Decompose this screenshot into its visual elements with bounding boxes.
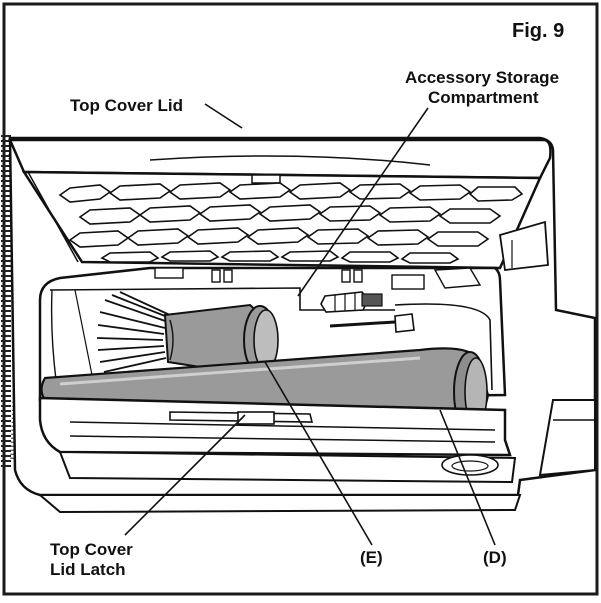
label-lid-latch-line2: Lid Latch bbox=[50, 560, 126, 579]
label-accessory-storage-line2: Compartment bbox=[428, 88, 539, 107]
leader-top-cover-lid bbox=[204, 103, 243, 129]
label-lid-latch-line1: Top Cover bbox=[50, 540, 133, 559]
top-cover-lid-latch-graphic bbox=[169, 411, 314, 425]
top-cover-lid-graphic bbox=[8, 138, 552, 270]
lid-hinge-bracket bbox=[498, 220, 549, 271]
leader-part-e bbox=[264, 361, 373, 546]
label-top-cover-lid: Top Cover Lid bbox=[70, 96, 184, 115]
figure-number: Fig. 9 bbox=[512, 20, 565, 42]
leader-part-d bbox=[439, 409, 496, 546]
body-lower-rim bbox=[37, 494, 522, 514]
label-part-e: (E) bbox=[360, 548, 383, 567]
small-accessory-tools bbox=[320, 291, 415, 333]
callout-leader-lines bbox=[124, 103, 496, 546]
compartment-front-wall bbox=[38, 396, 517, 484]
figure-frame bbox=[2, 2, 599, 596]
leader-accessory-storage bbox=[297, 107, 429, 297]
right-handle-end bbox=[538, 399, 596, 477]
lid-honeycomb-grille bbox=[58, 182, 524, 264]
leader-lid-latch bbox=[124, 414, 246, 536]
dusting-brush-e bbox=[96, 291, 279, 377]
label-accessory-storage-line1: Accessory Storage bbox=[405, 68, 560, 87]
label-part-d: (D) bbox=[483, 548, 507, 567]
